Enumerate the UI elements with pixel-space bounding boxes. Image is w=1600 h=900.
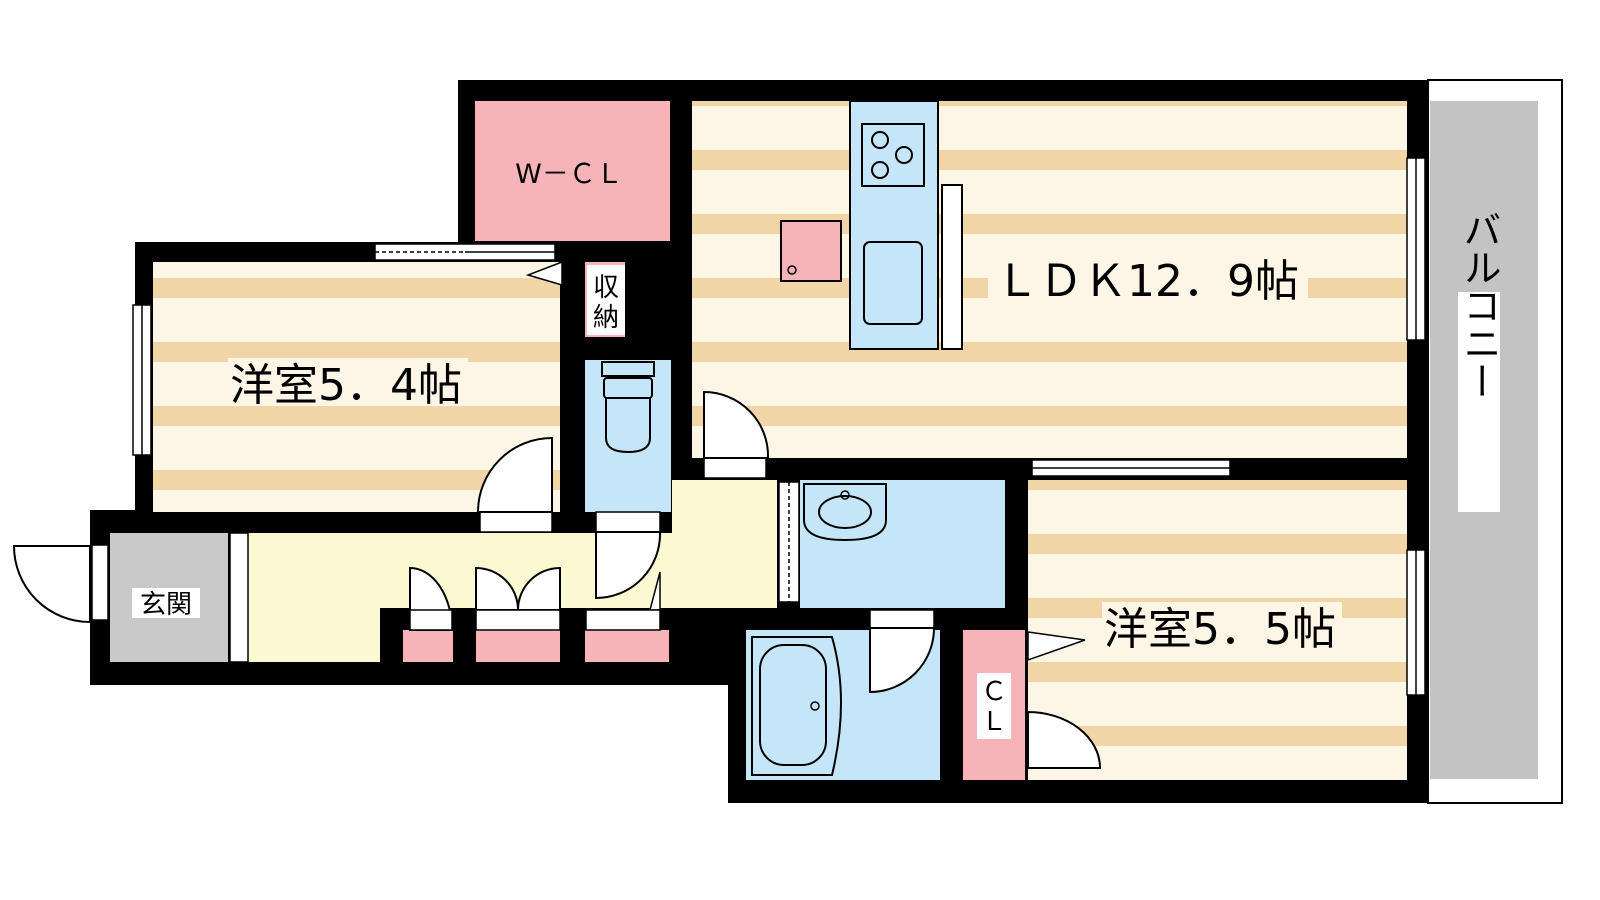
shoe-box-1 bbox=[403, 630, 453, 662]
label-char: Ｌ bbox=[981, 707, 1007, 737]
ldk-label: ＬＤＫ12．9帖 bbox=[995, 256, 1299, 307]
label-char: 納 bbox=[593, 303, 619, 333]
burner-icon bbox=[895, 146, 913, 164]
shoe-box-2 bbox=[476, 630, 560, 662]
burner-icon bbox=[871, 131, 889, 149]
toilet-icon bbox=[601, 361, 655, 454]
entrance-frame bbox=[229, 532, 249, 663]
corridor-floor bbox=[248, 480, 777, 662]
closet-door-upper bbox=[1027, 631, 1086, 662]
balcony-label: バルコニー bbox=[1457, 210, 1501, 400]
wash-basin-icon bbox=[803, 483, 887, 542]
room1-door bbox=[476, 436, 553, 513]
kitchen-counter bbox=[780, 100, 963, 350]
western-room-2-label: 洋室5．5帖 bbox=[1104, 604, 1336, 655]
label-char: 収 bbox=[593, 273, 619, 303]
entrance-door bbox=[12, 545, 91, 624]
counter-partition bbox=[941, 184, 963, 350]
entrance-threshold bbox=[91, 544, 109, 621]
closet-label: ＣＬ bbox=[981, 677, 1007, 737]
toilet-door bbox=[595, 531, 662, 600]
sink bbox=[863, 241, 923, 325]
label-char: Ｃ bbox=[981, 677, 1007, 707]
western-room-1-label: 洋室5．4帖 bbox=[230, 360, 462, 411]
ldk-door bbox=[703, 390, 770, 459]
stove-top bbox=[861, 123, 925, 187]
windows bbox=[91, 157, 1426, 696]
doors bbox=[12, 260, 1102, 769]
room-labels: W－ＣＬ 収納 ＬＤＫ12．9帖 洋室5．4帖 洋室5．5帖 玄関 ＣＬ バルコ… bbox=[132, 152, 1501, 739]
shoe-box-3 bbox=[585, 630, 669, 662]
fridge-space bbox=[780, 220, 842, 282]
burner-icon bbox=[871, 161, 889, 179]
bathtub-icon bbox=[751, 636, 842, 776]
walk-in-closet-label: W－ＣＬ bbox=[515, 159, 623, 190]
entrance-label: 玄関 bbox=[140, 590, 192, 620]
bathroom-door bbox=[869, 627, 936, 694]
closet-door bbox=[1027, 710, 1102, 769]
storage-door bbox=[525, 260, 563, 287]
storage-label: 収納 bbox=[593, 273, 619, 333]
